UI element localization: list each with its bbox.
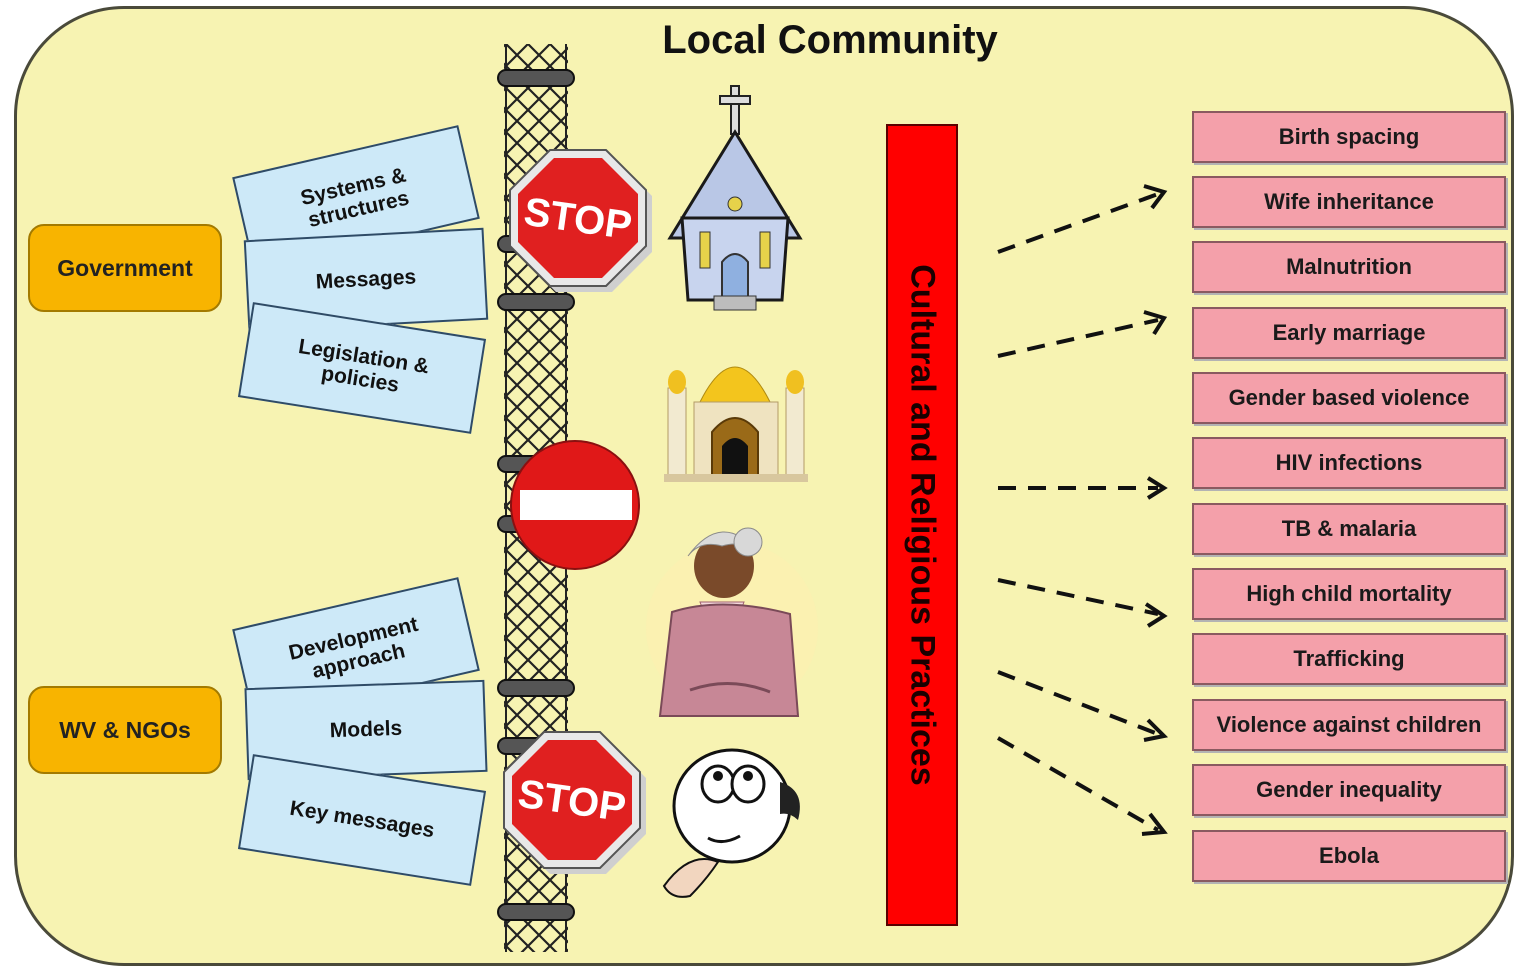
- thinking-man-icon: [662, 748, 800, 898]
- outcome-wife-inheritance: Wife inheritance: [1192, 176, 1506, 228]
- outcome-tb-malaria: TB & malaria: [1192, 503, 1506, 555]
- barrier-label: Cultural and Religious Practices: [903, 264, 942, 786]
- government-box: Government: [28, 224, 222, 312]
- outcome-birth-spacing: Birth spacing: [1192, 111, 1506, 163]
- grandmother-icon: [646, 527, 818, 717]
- outcome-gender-inequality: Gender inequality: [1192, 764, 1506, 816]
- outcome-high-child-mortality: High child mortality: [1192, 568, 1506, 620]
- outcome-violence-against-children: Violence against children: [1192, 699, 1506, 751]
- outcome-early-marriage: Early marriage: [1192, 307, 1506, 359]
- outcome-hiv-infections: HIV infections: [1192, 437, 1506, 489]
- ngos-box: WV & NGOs: [28, 686, 222, 774]
- church-icon: [667, 85, 803, 311]
- outcome-ebola: Ebola: [1192, 830, 1506, 882]
- no-entry-sign-icon: [510, 440, 640, 570]
- mosque-icon: [664, 366, 808, 482]
- influence-arrows: [997, 192, 1159, 832]
- outcome-trafficking: Trafficking: [1192, 633, 1506, 685]
- outcome-gender-based-violence: Gender based violence: [1192, 372, 1506, 424]
- stop-sign-icon: STOP: [503, 731, 646, 874]
- stop-sign-icon: STOP: [509, 149, 652, 292]
- outcome-malnutrition: Malnutrition: [1192, 241, 1506, 293]
- diagram-title: Local Community: [662, 18, 998, 62]
- arrowheads: [1141, 184, 1169, 836]
- cultural-religious-barrier: [886, 124, 958, 926]
